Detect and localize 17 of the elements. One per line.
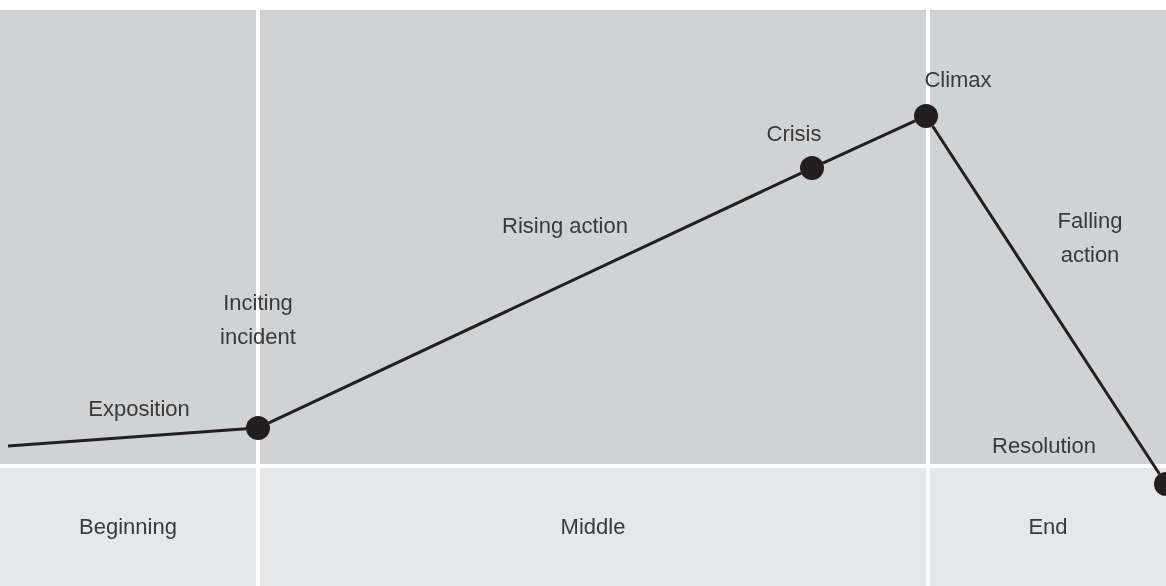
act-band	[0, 468, 256, 586]
plot-point-label: Inciting incident	[219, 289, 297, 351]
stage-label: Resolution	[991, 432, 1097, 460]
act-label: Beginning	[78, 514, 178, 540]
plot-line	[931, 125, 1161, 475]
stage-label: Rising action	[501, 212, 629, 240]
stage-label: Falling action	[1056, 207, 1124, 269]
stage-label: Exposition	[87, 395, 191, 423]
plot-point-label: Climax	[923, 66, 993, 94]
act-band	[930, 468, 1166, 586]
act-band	[260, 468, 926, 586]
plot-line	[822, 119, 916, 165]
plot-line	[268, 171, 802, 425]
plot-point-label: Crisis	[765, 120, 823, 148]
act-label: End	[1027, 514, 1069, 540]
act-label: Middle	[559, 514, 627, 540]
plot-line	[7, 427, 247, 448]
